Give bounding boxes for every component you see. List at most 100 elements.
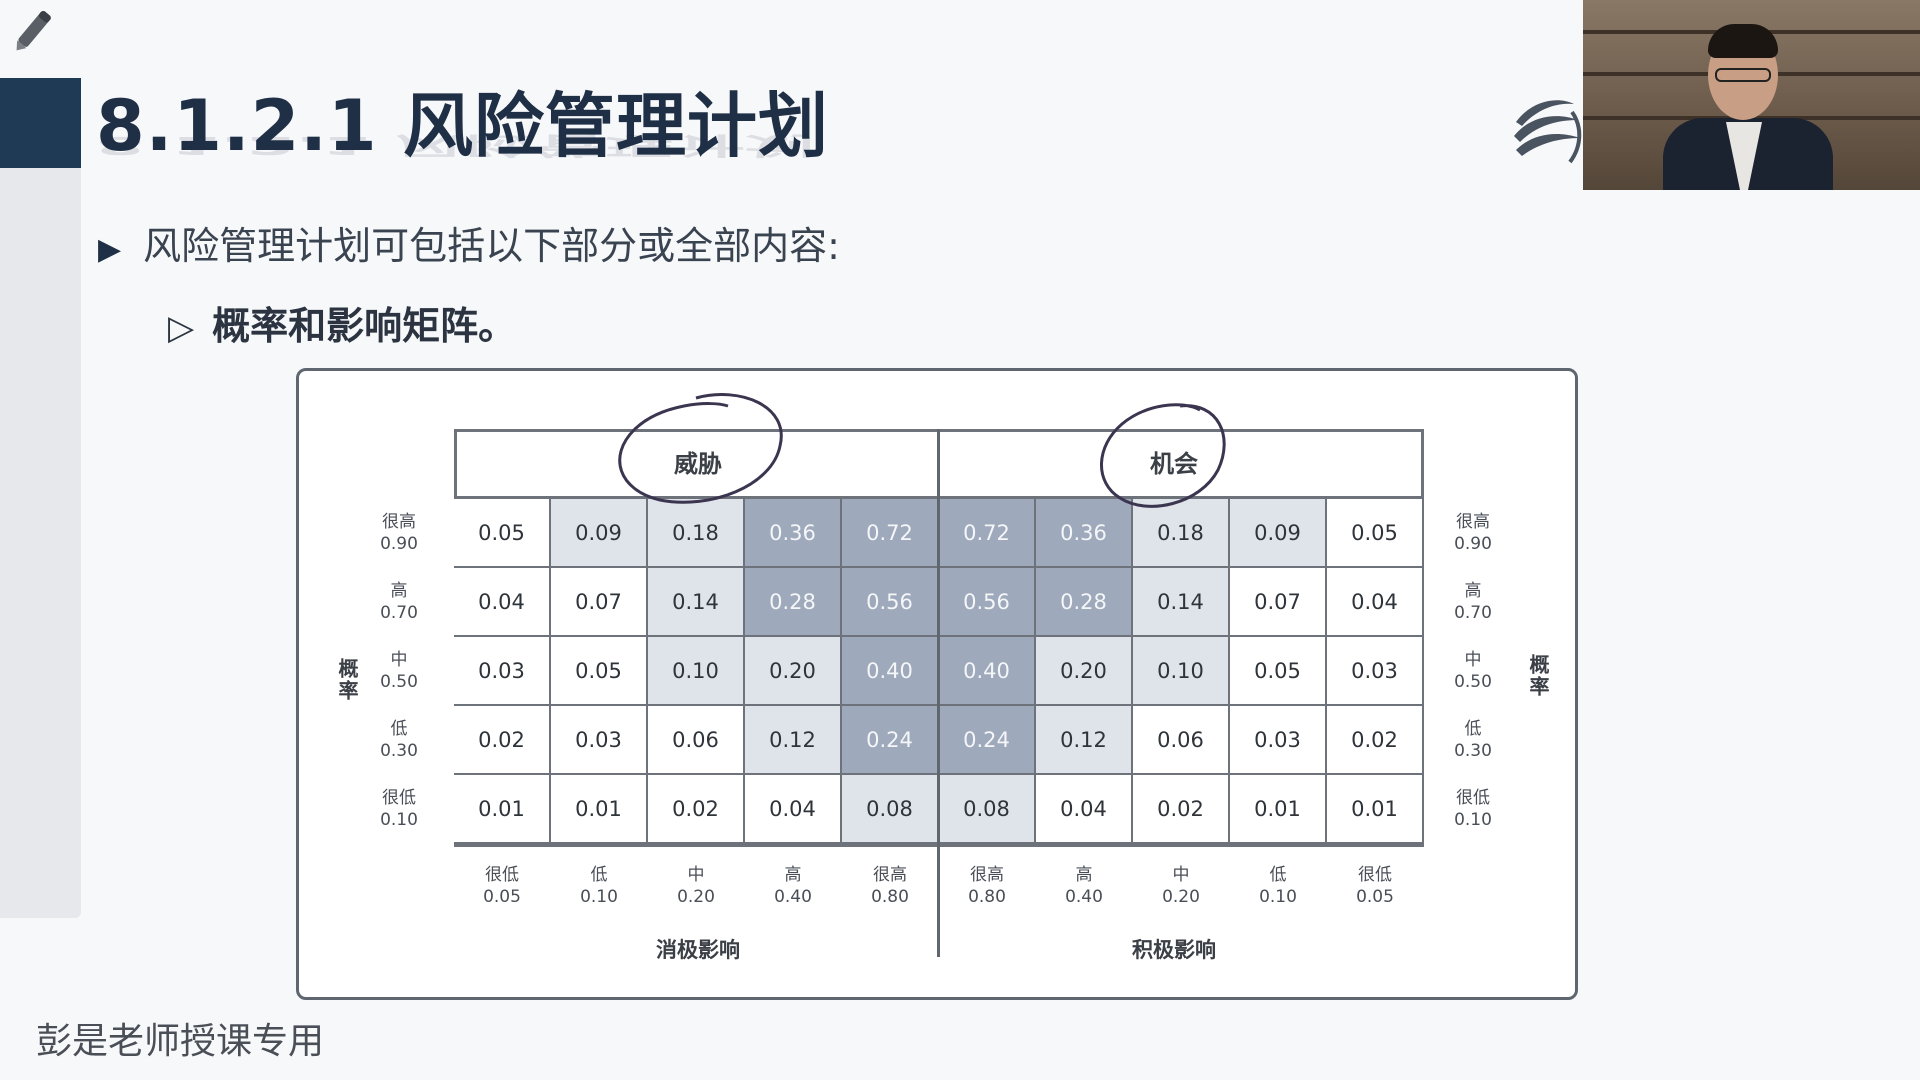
matrix-cell: 0.01: [1230, 775, 1327, 844]
row-label-text: 低: [390, 719, 408, 739]
row-label-value: 0.30: [1454, 741, 1492, 761]
row-label-text: 高: [390, 581, 408, 601]
negative-impact-title: 消极影响: [656, 938, 740, 962]
matrix-cell: 0.07: [551, 568, 648, 637]
left-side-panel: [0, 168, 81, 918]
matrix-cell: 0.14: [648, 568, 745, 637]
positive-impact-title: 积极影响: [1132, 938, 1216, 962]
matrix-cell: 0.04: [1327, 568, 1424, 637]
bullet-level-2-text: 概率和影响矩阵。: [212, 304, 517, 348]
matrix-cell: 0.03: [551, 706, 648, 775]
column-label-value: 0.10: [580, 887, 618, 907]
matrix-cell: 0.72: [842, 499, 939, 568]
row-label-text: 很高: [382, 512, 416, 532]
bullet-level-2: ▷ 概率和影响矩阵。: [168, 302, 516, 352]
matrix-cell: 0.28: [745, 568, 842, 637]
matrix-cell: 0.04: [1036, 775, 1133, 844]
bullet-level-1-text: 风险管理计划可包括以下部分或全部内容:: [143, 224, 840, 268]
threat-opportunity-divider: [937, 429, 940, 957]
row-label-value: 0.90: [1454, 534, 1492, 554]
matrix-cell: 0.20: [1036, 637, 1133, 706]
column-label-text: 高: [784, 865, 802, 885]
matrix-cell: 0.02: [1327, 706, 1424, 775]
column-label-value: 0.10: [1259, 887, 1297, 907]
column-label-value: 0.40: [1065, 887, 1103, 907]
matrix-cell: 0.10: [648, 637, 745, 706]
row-label-text: 很低: [382, 788, 416, 808]
row-label-value: 0.30: [380, 741, 418, 761]
matrix-cell: 0.56: [842, 568, 939, 637]
slide-title: 8.1.2.1 风险管理计划: [96, 85, 829, 167]
matrix-cell: 0.09: [1230, 499, 1327, 568]
matrix-cell: 0.09: [551, 499, 648, 568]
row-label-value: 0.10: [380, 810, 418, 830]
row-label-text: 很高: [1456, 512, 1490, 532]
matrix-cell: 0.36: [745, 499, 842, 568]
footer-watermark-text: 彭是老师授课专用: [36, 1021, 325, 1062]
row-label-text: 低: [1464, 719, 1482, 739]
matrix-cell: 0.56: [939, 568, 1036, 637]
matrix-cell: 0.40: [842, 637, 939, 706]
column-label-value: 0.05: [1356, 887, 1394, 907]
matrix-cell: 0.02: [454, 706, 551, 775]
opportunity-header: 机会: [1150, 450, 1198, 478]
matrix-cell: 0.06: [1133, 706, 1230, 775]
column-label-value: 0.20: [1162, 887, 1200, 907]
matrix-cell: 0.04: [454, 568, 551, 637]
brand-logo-icon: [1514, 100, 1582, 164]
row-label-text: 中: [1464, 650, 1482, 670]
column-label-value: 0.80: [871, 887, 909, 907]
matrix-cell: 0.04: [745, 775, 842, 844]
column-label-text: 高: [1075, 865, 1093, 885]
column-label-text: 很高: [873, 865, 907, 885]
matrix-cell: 0.08: [939, 775, 1036, 844]
matrix-cell: 0.18: [648, 499, 745, 568]
matrix-cell: 0.05: [454, 499, 551, 568]
matrix-cell: 0.03: [1327, 637, 1424, 706]
column-label-text: 中: [1172, 865, 1190, 885]
row-label-text: 中: [390, 650, 408, 670]
row-label-value: 0.70: [1454, 603, 1492, 623]
row-label-text: 高: [1464, 581, 1482, 601]
matrix-cell: 0.02: [1133, 775, 1230, 844]
webcam-video-feed: [1583, 0, 1920, 190]
filled-triangle-bullet-icon: ▶: [98, 232, 122, 267]
column-label-value: 0.05: [483, 887, 521, 907]
column-label-text: 很低: [1358, 865, 1392, 885]
matrix-cell: 0.05: [551, 637, 648, 706]
matrix-cell: 0.20: [745, 637, 842, 706]
matrix-cell: 0.08: [842, 775, 939, 844]
row-label-text: 很低: [1456, 788, 1490, 808]
matrix-cell: 0.01: [1327, 775, 1424, 844]
matrix-cell: 0.18: [1133, 499, 1230, 568]
pen-tool-icon[interactable]: [6, 6, 58, 58]
matrix-cell: 0.10: [1133, 637, 1230, 706]
row-label-value: 0.50: [380, 672, 418, 692]
matrix-cell: 0.06: [648, 706, 745, 775]
matrix-cell: 0.07: [1230, 568, 1327, 637]
outline-triangle-bullet-icon: ▷: [168, 308, 195, 348]
column-label-text: 低: [1269, 865, 1287, 885]
matrix-cell: 0.02: [648, 775, 745, 844]
left-probability-axis-title: 概率: [335, 658, 359, 702]
row-label-value: 0.50: [1454, 672, 1492, 692]
matrix-cell: 0.03: [1230, 706, 1327, 775]
matrix-cell: 0.05: [1327, 499, 1424, 568]
matrix-cell: 0.24: [842, 706, 939, 775]
